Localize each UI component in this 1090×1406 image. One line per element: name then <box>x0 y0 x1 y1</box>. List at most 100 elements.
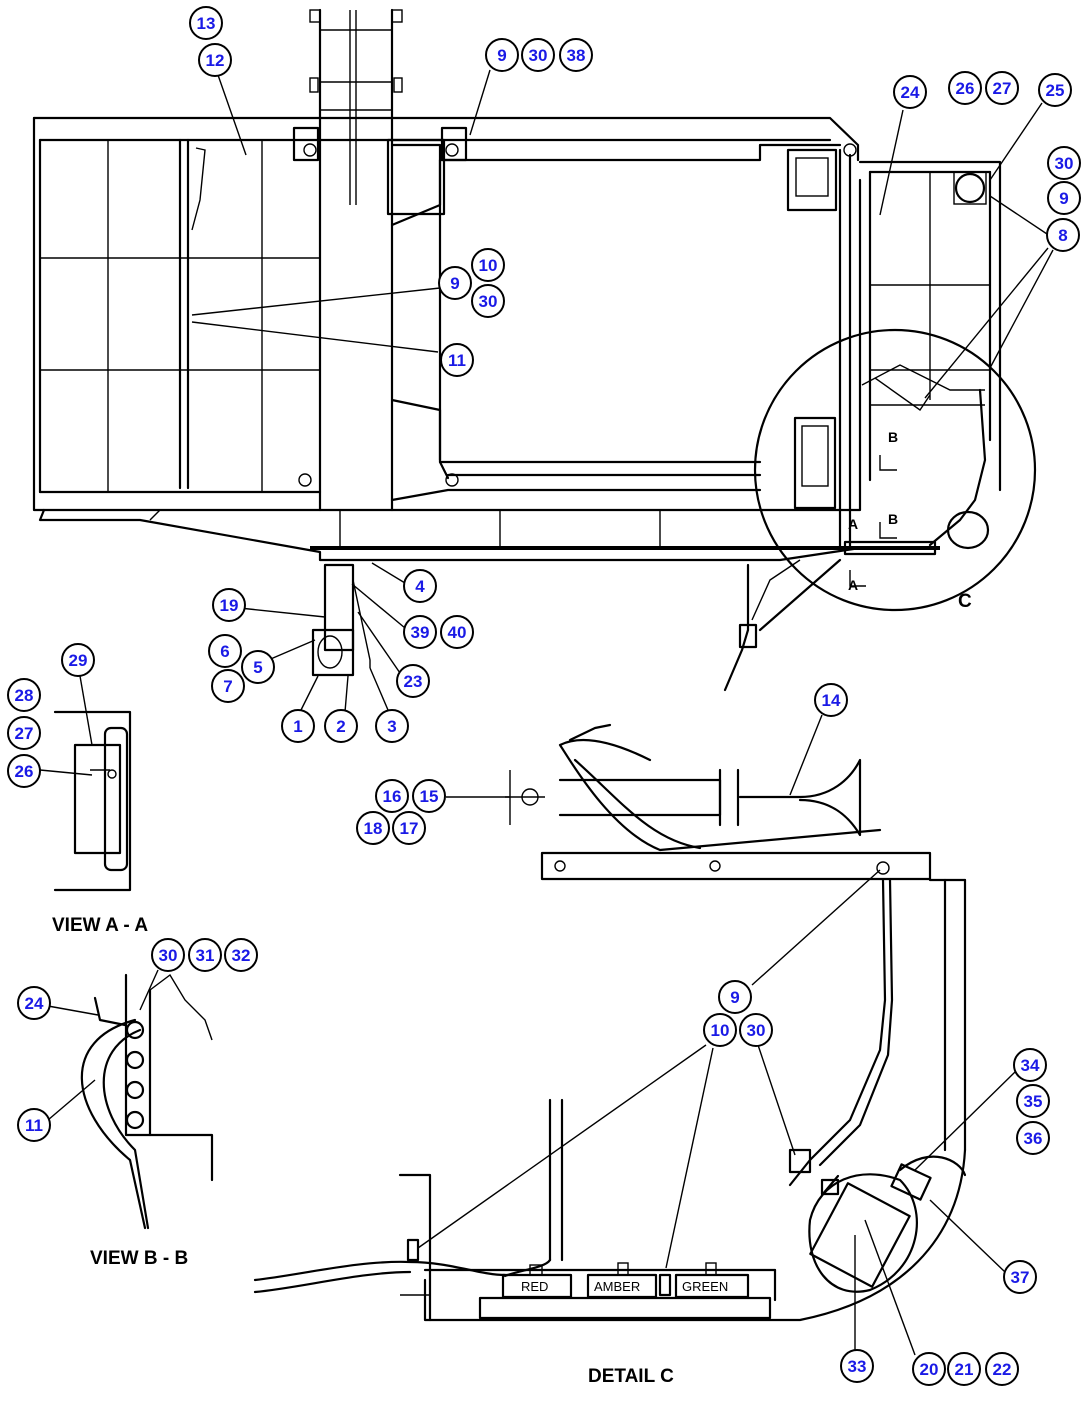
callout-label: 27 <box>15 724 34 743</box>
callout-label: 1 <box>293 717 302 736</box>
callout-label: 31 <box>196 946 215 965</box>
callout-label: 12 <box>206 51 225 70</box>
callout-circle <box>17 986 51 1020</box>
callout-label: 30 <box>159 946 178 965</box>
callout-circle <box>392 811 426 845</box>
callout-25: 25 <box>1038 73 1072 107</box>
callout-label: 4 <box>415 577 425 596</box>
callout-circle <box>281 709 315 743</box>
callout-label: 17 <box>400 819 419 838</box>
callout-30: 30 <box>739 1013 773 1047</box>
callout-label: 28 <box>15 686 34 705</box>
callout-29: 29 <box>61 643 95 677</box>
callout-label: 18 <box>364 819 383 838</box>
callout-38: 38 <box>559 38 593 72</box>
callout-circle <box>912 1352 946 1386</box>
callout-circle <box>718 980 752 1014</box>
callout-circle <box>1047 181 1081 215</box>
callout-circle <box>61 643 95 677</box>
callout-label: 9 <box>497 46 506 65</box>
callout-30: 30 <box>471 284 505 318</box>
lamp-label-red: RED <box>521 1279 548 1294</box>
callout-label: 19 <box>220 596 239 615</box>
callout-circle <box>412 779 446 813</box>
callout-circle <box>948 71 982 105</box>
callout-circle <box>1016 1084 1050 1118</box>
callout-circle <box>947 1352 981 1386</box>
leader-lines <box>39 69 1054 1356</box>
callout-circle <box>208 634 242 668</box>
callout-label: 13 <box>197 14 216 33</box>
callout-label: 10 <box>711 1021 730 1040</box>
callout-circle <box>189 6 223 40</box>
callout-label: 21 <box>955 1360 974 1379</box>
callout-23: 23 <box>396 664 430 698</box>
callout-21: 21 <box>947 1352 981 1386</box>
section-marks: A A B B <box>848 429 898 593</box>
callout-33: 33 <box>840 1349 874 1383</box>
callout-26: 26 <box>7 754 41 788</box>
callout-label: 38 <box>567 46 586 65</box>
callout-9: 9 <box>485 38 519 72</box>
callout-label: 33 <box>848 1357 867 1376</box>
callout-22: 22 <box>985 1352 1019 1386</box>
callout-label: 29 <box>69 651 88 670</box>
callout-circle <box>739 1013 773 1047</box>
callout-label: 8 <box>1058 226 1067 245</box>
callout-label: 9 <box>450 274 459 293</box>
callout-circle <box>198 43 232 77</box>
callout-circle <box>396 664 430 698</box>
callout-circle <box>17 1108 51 1142</box>
callout-label: 30 <box>1055 154 1074 173</box>
callout-18: 18 <box>356 811 390 845</box>
caption-view-b-b: VIEW B - B <box>90 1248 188 1269</box>
callout-label: 16 <box>383 787 402 806</box>
callout-label: 25 <box>1046 81 1065 100</box>
callout-1: 1 <box>281 709 315 743</box>
callout-circle <box>471 284 505 318</box>
callout-label: 24 <box>901 83 920 102</box>
callout-13: 13 <box>189 6 223 40</box>
callout-circle <box>7 678 41 712</box>
detail-c-letter: C <box>958 591 972 612</box>
callout-label: 9 <box>1059 189 1068 208</box>
callout-12: 12 <box>198 43 232 77</box>
callout-circle <box>521 38 555 72</box>
callout-40: 40 <box>440 615 474 649</box>
callout-label: 40 <box>448 623 467 642</box>
callout-15: 15 <box>412 779 446 813</box>
callout-30: 30 <box>521 38 555 72</box>
callout-34: 34 <box>1013 1048 1047 1082</box>
callout-label: 24 <box>25 994 44 1013</box>
callout-label: 35 <box>1024 1092 1043 1111</box>
callout-label: 9 <box>730 988 739 1007</box>
callout-label: 2 <box>336 717 345 736</box>
section-mark-a-upper: A <box>848 516 858 532</box>
callout-label: 11 <box>448 351 466 370</box>
callout-circle <box>1046 218 1080 252</box>
lamp-label-amber: AMBER <box>594 1279 640 1294</box>
callout-3: 3 <box>375 709 409 743</box>
callout-label: 32 <box>232 946 251 965</box>
callout-9: 9 <box>438 266 472 300</box>
callout-10: 10 <box>471 248 505 282</box>
callout-label: 27 <box>993 79 1012 98</box>
callout-label: 26 <box>956 79 975 98</box>
callout-9: 9 <box>1047 181 1081 215</box>
callout-circle <box>1016 1121 1050 1155</box>
callout-7: 7 <box>211 669 245 703</box>
callout-39: 39 <box>403 615 437 649</box>
callout-circle <box>440 343 474 377</box>
callout-circle <box>1013 1048 1047 1082</box>
callout-label: 36 <box>1024 1129 1043 1148</box>
callout-20: 20 <box>912 1352 946 1386</box>
callout-36: 36 <box>1016 1121 1050 1155</box>
callout-label: 34 <box>1021 1056 1040 1075</box>
callout-16: 16 <box>375 779 409 813</box>
callout-24: 24 <box>17 986 51 1020</box>
callout-label: 14 <box>822 691 841 710</box>
callout-label: 37 <box>1011 1268 1030 1287</box>
callout-circle <box>1047 146 1081 180</box>
callout-label: 26 <box>15 762 34 781</box>
